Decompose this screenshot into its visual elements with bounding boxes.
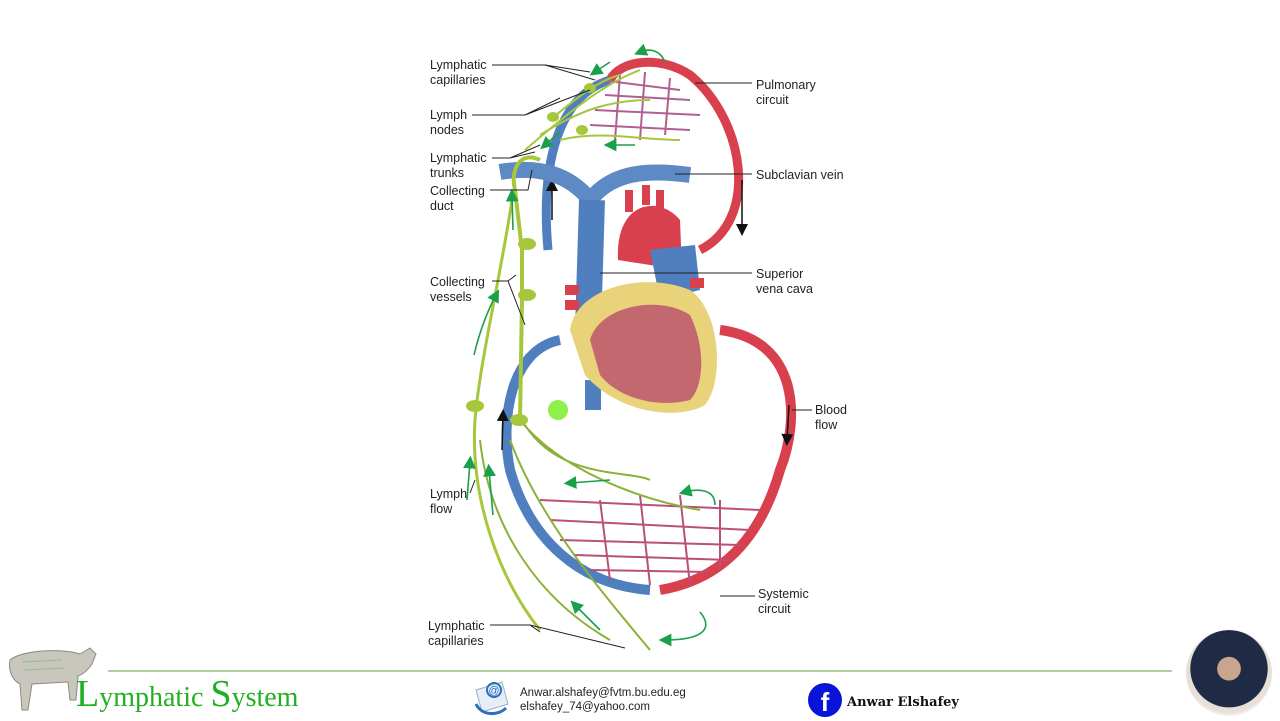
heart [565,185,717,413]
systemic-circuit [496,325,797,595]
facebook-name[interactable]: Anwar Elshafey [847,695,959,710]
label-pulmonary-circuit: Pulmonary circuit [756,78,816,107]
leader-lines [469,64,812,649]
lymphatic-vessels [463,43,716,651]
lymph-flow-arrow [463,455,476,501]
brand-initial-l: L [76,673,100,715]
lymph-flow-arrow [540,131,561,150]
lymph-flow-arrow [563,476,611,489]
lymph-flow-arrow [483,463,496,516]
label-systemic-circuit: Systemic circuit [758,587,809,616]
lymph-capillaries-pulmonary [524,69,681,151]
lymph-flow-arrow [658,611,707,647]
systemic-vein-loop [501,335,651,595]
lymph-flow-arrow [589,61,611,76]
brand-title: Lymphatic System [76,674,298,718]
brand-word-1: ymphatic [99,682,211,713]
brand-initial-s: S [210,673,232,715]
lymph-node [510,414,528,426]
collecting-vessel-left [472,199,542,631]
lymph-node [576,125,588,135]
lymph-node [518,289,536,301]
lymph-flow-arrow [570,600,601,631]
presenter-avatar [1186,630,1272,716]
lymph-node [518,238,536,250]
email-at-icon: @ [474,681,509,715]
label-collecting-vessels: Collecting vessels [430,275,485,304]
heart-muscle [590,304,702,403]
email-secondary[interactable]: elshafey_74@yahoo.com [520,701,650,713]
lymph-node [547,112,559,122]
label-lymphatic-capillaries-top: Lymphatic capillaries [430,58,487,87]
lymph-flow-arrows [463,43,716,647]
label-collecting-duct: Collecting duct [430,184,485,213]
brand-word-2: ystem [231,682,299,713]
cursor-highlight [548,400,568,420]
lymph-flow-arrow [634,43,666,63]
lymph-node [584,83,596,93]
lymph-flow-arrow [473,289,500,356]
lymph-node [466,400,484,412]
facebook-icon[interactable]: f [808,683,842,717]
systemic-blood-arrow [781,404,794,446]
label-lymphatic-capillaries-bottom: Lymphatic capillaries [428,619,485,648]
footer-divider [108,670,1172,672]
systemic-vein-arrow [496,409,509,451]
label-subclavian-vein: Subclavian vein [756,168,844,182]
pulmonary-capillary-bed [589,71,701,141]
label-lymph-nodes: Lymph nodes [430,108,468,137]
label-superior-vena-cava: Superior vena cava [756,267,813,296]
lymph-nodes [466,83,596,426]
collecting-duct-vessel [511,155,541,421]
lymph-flow-arrow [678,484,716,506]
lymph-flow-arrow [505,188,519,231]
svg-text:@: @ [488,685,499,697]
contact-emails: Anwar.alshafey@fvtm.bu.edu.eg elshafey_7… [520,686,686,714]
cow-logo-icon [9,647,97,711]
email-primary[interactable]: Anwar.alshafey@fvtm.bu.edu.eg [520,687,686,699]
label-lymphatic-trunks: Lymphatic trunks [430,151,487,180]
label-lymph-flow: Lymph flow [430,487,468,516]
systemic-capillary-bed [539,494,761,586]
lymph-capillaries-systemic [479,419,701,651]
systemic-artery-loop [659,325,797,595]
label-blood-flow: Blood flow [815,403,847,432]
pulmonary-artery-loop [605,57,744,255]
